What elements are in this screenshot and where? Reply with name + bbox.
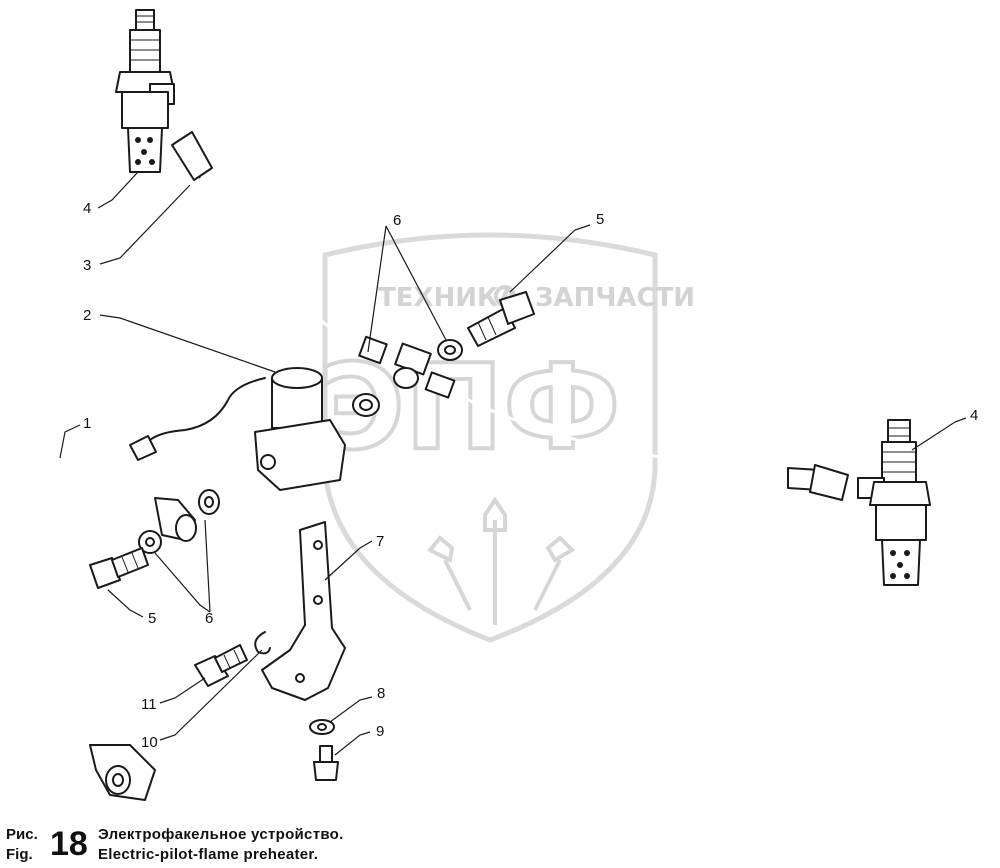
caption-prefix-ru: Рис. bbox=[6, 826, 38, 843]
watermark-shield bbox=[322, 232, 658, 643]
callout-6-lower: 6 bbox=[205, 610, 213, 627]
watermark: ТЕХНИКА ЗАПЧАСТИ ЭПФ bbox=[316, 232, 695, 643]
caption-title-ru: Электрофакельное устройство. bbox=[98, 826, 344, 843]
callout-10: 10 bbox=[141, 734, 158, 751]
callout-5-lower: 5 bbox=[148, 610, 156, 627]
banjo-bolt-upper bbox=[467, 291, 535, 347]
washer-part-8 bbox=[309, 719, 335, 735]
callout-11: 11 bbox=[141, 696, 157, 713]
washers-upper bbox=[352, 339, 463, 417]
spring-washer bbox=[254, 631, 271, 655]
callout-4-upper: 4 bbox=[83, 200, 91, 217]
callout-2: 2 bbox=[83, 307, 91, 324]
callout-4-right: 4 bbox=[970, 407, 978, 424]
bolt-part-11 bbox=[194, 644, 248, 687]
watermark-right-text: ЗАПЧАСТИ bbox=[535, 283, 695, 313]
solenoid-valve bbox=[129, 367, 346, 491]
callout-8: 8 bbox=[377, 685, 385, 702]
callout-6-upper: 6 bbox=[393, 212, 401, 229]
caption-figure-number: 18 bbox=[50, 825, 88, 863]
caption-prefix-en: Fig. bbox=[6, 846, 33, 863]
washers-lower bbox=[138, 489, 220, 554]
mounting-bracket bbox=[261, 521, 346, 701]
banjo-bolt-lower bbox=[89, 547, 149, 589]
fuel-line-lower bbox=[15, 455, 197, 801]
callout-1: 1 bbox=[83, 415, 91, 432]
callout-7: 7 bbox=[376, 533, 384, 550]
callout-5-upper: 5 bbox=[596, 211, 604, 228]
banjo-fitting bbox=[358, 335, 456, 399]
leader-lines bbox=[59, 171, 967, 756]
caption-title-en: Electric-pilot-flame preheater. bbox=[98, 846, 319, 863]
callout-labels: 4 3 2 1 6 5 4 7 5 6 11 8 10 9 bbox=[83, 200, 978, 751]
callout-9: 9 bbox=[376, 723, 384, 740]
figure-caption: Рис. Fig. 18 Электрофакельное устройство… bbox=[6, 824, 706, 866]
glow-plug-upper-left bbox=[115, 9, 175, 173]
watermark-wheat bbox=[426, 496, 576, 625]
glow-plug-right bbox=[857, 419, 931, 586]
callout-3: 3 bbox=[83, 257, 91, 274]
fuel-line-upper bbox=[171, 131, 849, 501]
screw-part-9 bbox=[313, 745, 339, 781]
